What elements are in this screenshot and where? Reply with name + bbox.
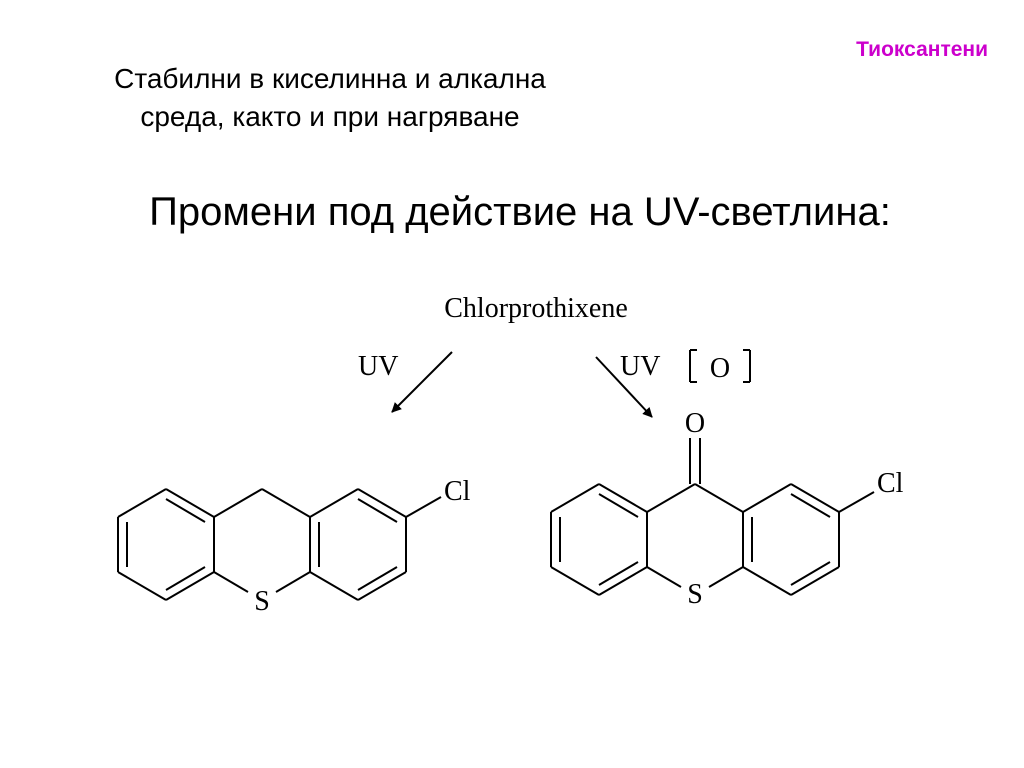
left-product-structure: Cl S xyxy=(117,476,471,617)
left-chlorine-label: Cl xyxy=(444,476,471,507)
left-condition-label: UV xyxy=(358,351,398,382)
intro-line-2: среда, както и при нагряване xyxy=(140,101,520,132)
right-condition-label: UV xyxy=(620,351,660,382)
left-reaction-arrow: UV xyxy=(358,351,453,413)
carbonyl-oxygen-label: O xyxy=(685,408,705,439)
intro-text: Стабилни в киселинна и алкална среда, ка… xyxy=(40,60,620,136)
intro-line-1: Стабилни в киселинна и алкална xyxy=(114,63,546,94)
topic-label: Тиоксантени xyxy=(856,38,988,61)
reactant-name: Chlorprothixene xyxy=(444,293,628,324)
right-product-structure: O Cl xyxy=(550,408,904,610)
right-chlorine-label: Cl xyxy=(877,468,904,499)
right-reaction-arrow: UV O xyxy=(595,349,751,418)
oxidant-label: O xyxy=(710,353,730,384)
left-sulfur-label: S xyxy=(254,586,270,617)
slide-heading: Промени под действие на UV-светлина: xyxy=(149,190,891,234)
right-sulfur-label: S xyxy=(687,579,703,610)
oxidant-bracket: O xyxy=(689,349,751,384)
